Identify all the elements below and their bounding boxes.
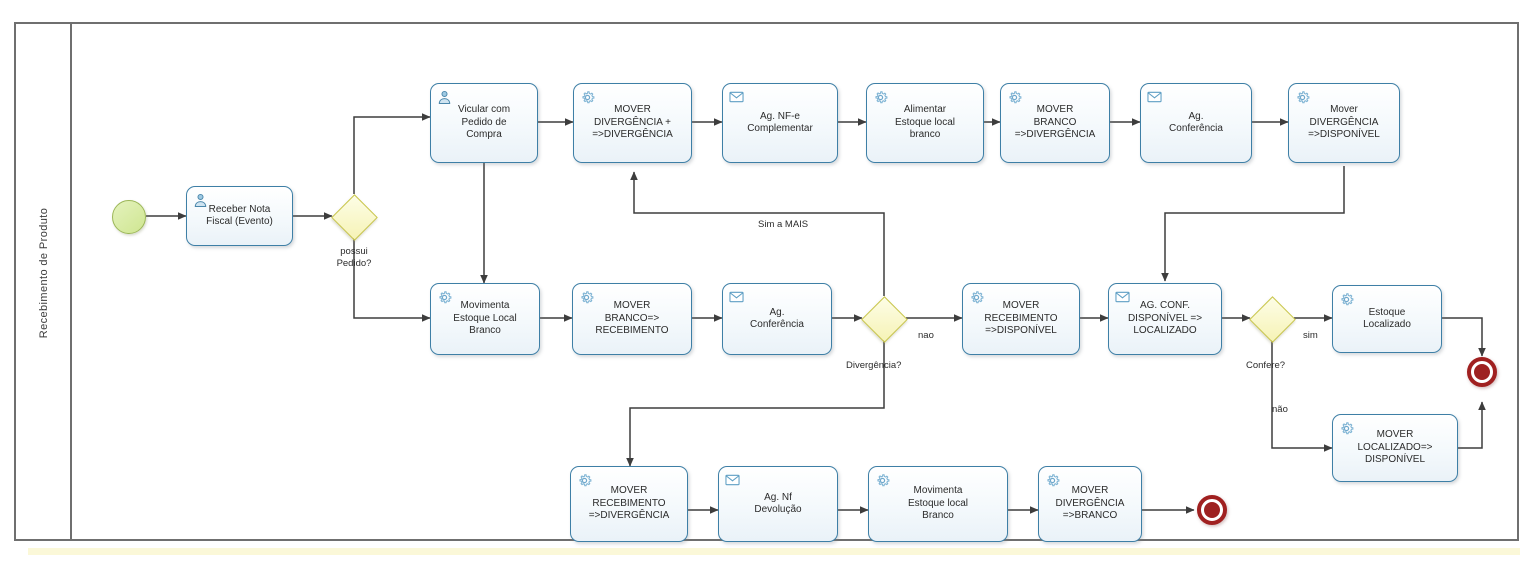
- task-ag-conferencia-middle[interactable]: Ag.Conferência: [722, 283, 832, 355]
- task-label: Ag.Conferência: [750, 306, 804, 331]
- gear-icon: [579, 89, 596, 106]
- flow-label-nao-2: não: [1272, 404, 1288, 415]
- gateway-confere-label: Confere?: [1246, 360, 1286, 371]
- user-icon: [436, 89, 453, 106]
- gear-icon: [1006, 89, 1023, 106]
- gear-icon: [436, 289, 453, 306]
- envelope-icon: [728, 289, 745, 306]
- flow-label-sim-a-mais: Sim a MAIS: [758, 219, 809, 230]
- gear-icon: [872, 89, 889, 106]
- task-label: Ag.Conferência: [1169, 110, 1223, 135]
- envelope-icon: [1114, 289, 1131, 306]
- gear-icon: [1338, 291, 1355, 308]
- gear-icon: [576, 472, 593, 489]
- envelope-icon: [728, 89, 745, 106]
- task-ag-conferencia-top[interactable]: Ag.Conferência: [1140, 83, 1252, 163]
- gear-icon: [874, 472, 891, 489]
- end-event-right[interactable]: [1467, 357, 1497, 387]
- start-event[interactable]: [112, 200, 146, 234]
- envelope-icon: [724, 472, 741, 489]
- gear-icon: [968, 289, 985, 306]
- gear-icon: [1294, 89, 1311, 106]
- envelope-icon: [1146, 89, 1163, 106]
- bottom-accent-strip: [28, 548, 1520, 555]
- task-label: AG. CONF.DISPONÍVEL =>LOCALIZADO: [1127, 300, 1203, 337]
- flow-label-nao: nao: [918, 330, 934, 341]
- flow-label-sim: sim: [1303, 330, 1318, 341]
- gateway-confere[interactable]: [1248, 295, 1296, 343]
- gateway-divergencia[interactable]: [860, 295, 908, 343]
- gateway-divergencia-label: Divergência?: [846, 360, 902, 371]
- user-icon: [192, 192, 209, 209]
- task-ag-conf-disponivel-localizado[interactable]: AG. CONF.DISPONÍVEL =>LOCALIZADO: [1108, 283, 1222, 355]
- end-event-bottom[interactable]: [1197, 495, 1227, 525]
- gear-icon: [578, 289, 595, 306]
- gear-icon: [1044, 472, 1061, 489]
- gear-icon: [1338, 420, 1355, 437]
- lane-label: Recebimento de Produto: [38, 207, 50, 339]
- gateway-possui-pedido[interactable]: [330, 193, 378, 241]
- lane-header: Recebimento de Produto: [14, 22, 72, 541]
